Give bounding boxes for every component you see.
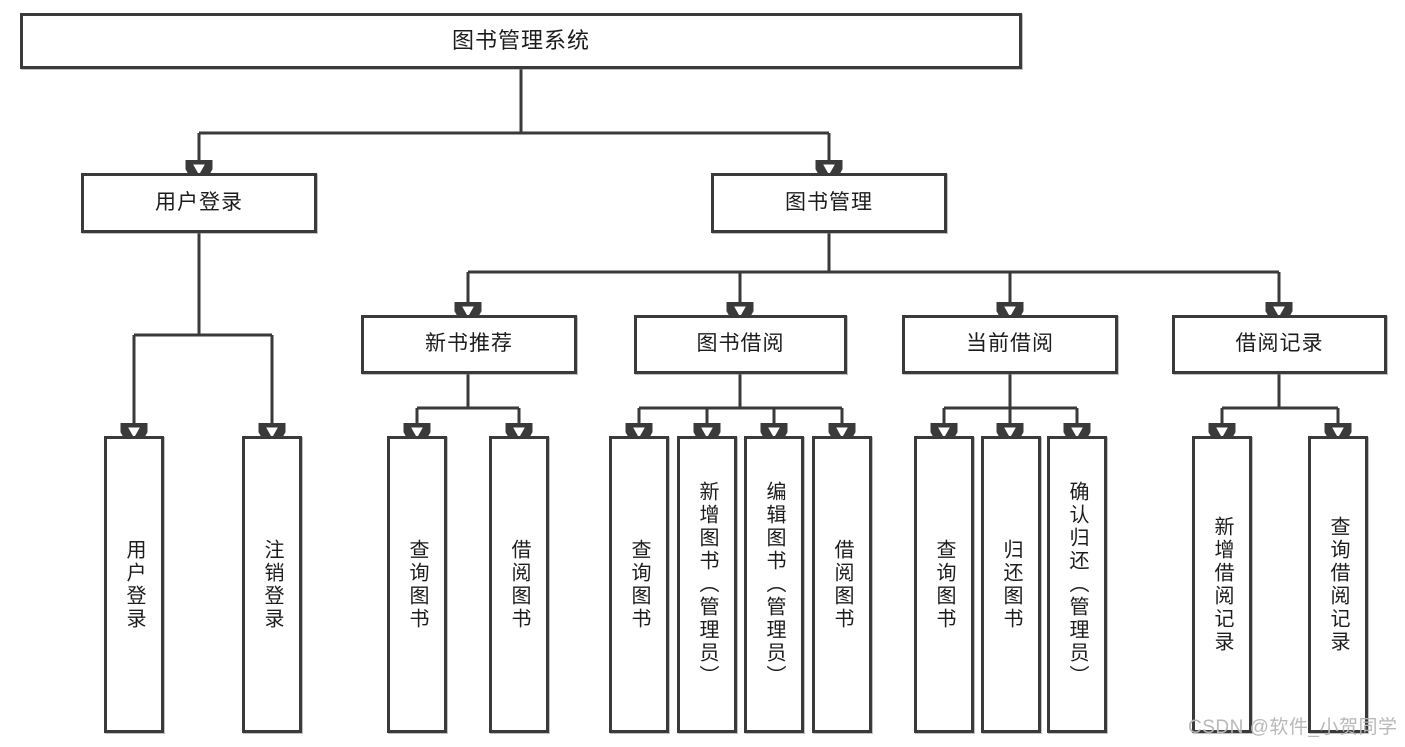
- leaf-record-add[interactable]: 新增借阅记录: [1192, 436, 1252, 733]
- node-label: 借阅图书: [508, 538, 530, 631]
- node-label: 注销登录: [261, 538, 283, 631]
- node-label: 用户登录: [155, 190, 243, 214]
- node-label: 图书借阅: [696, 332, 785, 356]
- leaf-current-query-book[interactable]: 查询图书: [914, 436, 974, 733]
- node-label: 新增借阅记录: [1211, 515, 1233, 654]
- node-label: 新增图书（管理员）: [696, 481, 718, 688]
- node-label: 编辑图书（管理员）: [763, 481, 785, 688]
- node-label: 借阅记录: [1235, 332, 1324, 356]
- node-label: 确认归还（管理员）: [1066, 481, 1088, 688]
- leaf-current-confirm-return[interactable]: 确认归还（管理员）: [1047, 436, 1107, 733]
- leaf-user-logout[interactable]: 注销登录: [242, 436, 302, 733]
- node-borrow-record[interactable]: 借阅记录: [1172, 315, 1387, 374]
- node-label: 查询图书: [933, 538, 955, 631]
- leaf-borrow-borrow-book[interactable]: 借阅图书: [812, 436, 872, 733]
- node-label: 新书推荐: [425, 332, 513, 356]
- leaf-borrow-query-book[interactable]: 查询图书: [609, 436, 669, 733]
- node-user-login[interactable]: 用户登录: [81, 173, 317, 233]
- leaf-recommend-query-book[interactable]: 查询图书: [387, 436, 447, 733]
- node-label: 图书管理系统: [451, 28, 590, 54]
- leaf-borrow-add-book[interactable]: 新增图书（管理员）: [677, 436, 737, 733]
- node-label: 用户登录: [123, 538, 145, 631]
- node-label: 借阅图书: [831, 538, 853, 631]
- node-label: 查询借阅记录: [1327, 515, 1349, 654]
- node-book-borrow[interactable]: 图书借阅: [634, 315, 847, 374]
- leaf-current-return-book[interactable]: 归还图书: [981, 436, 1041, 733]
- leaf-record-query[interactable]: 查询借阅记录: [1308, 436, 1368, 733]
- node-label: 查询图书: [406, 538, 428, 631]
- node-current-borrow[interactable]: 当前借阅: [902, 315, 1118, 374]
- node-label: 查询图书: [628, 538, 650, 631]
- node-label: 归还图书: [1000, 538, 1022, 631]
- node-book-management[interactable]: 图书管理: [711, 173, 947, 233]
- leaf-recommend-borrow-book[interactable]: 借阅图书: [489, 436, 549, 733]
- node-new-book-recommend[interactable]: 新书推荐: [361, 315, 577, 374]
- leaf-borrow-edit-book[interactable]: 编辑图书（管理员）: [744, 436, 804, 733]
- node-label: 图书管理: [785, 190, 873, 214]
- node-label: 当前借阅: [966, 332, 1054, 356]
- watermark: CSDN @软件_小贺同学: [1188, 717, 1398, 738]
- leaf-user-login[interactable]: 用户登录: [104, 436, 164, 733]
- node-root-system[interactable]: 图书管理系统: [20, 13, 1022, 69]
